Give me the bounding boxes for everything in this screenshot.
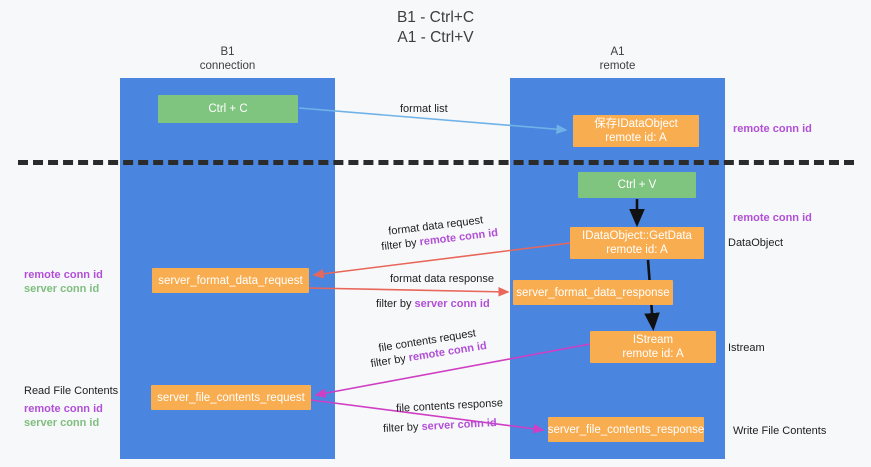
node-server-file-contents-response[interactable]: server_file_contents_response [548, 417, 704, 442]
node-server-file-contents-request[interactable]: server_file_contents_request [151, 385, 311, 410]
lane-header-a1: A1 remote [599, 46, 636, 72]
node-istream[interactable]: IStream remote id: A [590, 331, 716, 363]
node-ctrl-c[interactable]: Ctrl + C [158, 95, 298, 123]
node-ctrl-v[interactable]: Ctrl + V [578, 172, 696, 198]
node-save-idataobject[interactable]: 保存IDataObject remote id: A [573, 115, 699, 147]
filter-by-text: filter by [376, 298, 415, 310]
edge-label-filter-by-server-conn-id-1: filter by server conn id [376, 297, 490, 311]
server-conn-id-text: server conn id [421, 417, 497, 433]
edge-label-filter-by-server-conn-id-2: filter by server conn id [383, 416, 497, 436]
server-conn-id-text: server conn id [414, 298, 490, 310]
side-label-left-remote-conn-id-2: remote conn id [24, 403, 103, 415]
arrow-format-data-response [308, 287, 510, 297]
node-server-format-data-response[interactable]: server_format_data_response [513, 280, 673, 305]
section-separator-dashed-line [18, 160, 854, 165]
side-label-read-file-contents: Read File Contents [24, 385, 119, 397]
node-server-format-data-request[interactable]: server_format_data_request [152, 268, 309, 293]
side-label-left-server-conn-id-2: server conn id [24, 417, 100, 429]
side-label-dataobject: DataObject [728, 237, 784, 249]
side-label-left-server-conn-id-1: server conn id [24, 283, 100, 295]
filter-by-text: filter by [380, 236, 421, 254]
edge-label-format-list: format list [400, 103, 448, 115]
filter-by-text: filter by [382, 420, 422, 435]
node-idataobject-getdata[interactable]: IDataObject::GetData remote id: A [570, 227, 704, 259]
side-label-istream: Istream [728, 342, 765, 354]
diagram-title: B1 - Ctrl+C A1 - Ctrl+V [396, 9, 475, 46]
side-label-remote-conn-id-mid: remote conn id [733, 212, 812, 224]
side-label-write-file-contents: Write File Contents [733, 425, 827, 437]
edge-label-format-data-response: format data response [390, 273, 494, 285]
side-label-left-remote-conn-id-1: remote conn id [24, 269, 103, 281]
filter-by-text: filter by [369, 352, 410, 371]
lane-header-b1: B1 connection [199, 46, 256, 72]
edge-label-file-contents-response: file contents response [395, 397, 504, 415]
side-label-remote-conn-id-top: remote conn id [733, 123, 812, 135]
